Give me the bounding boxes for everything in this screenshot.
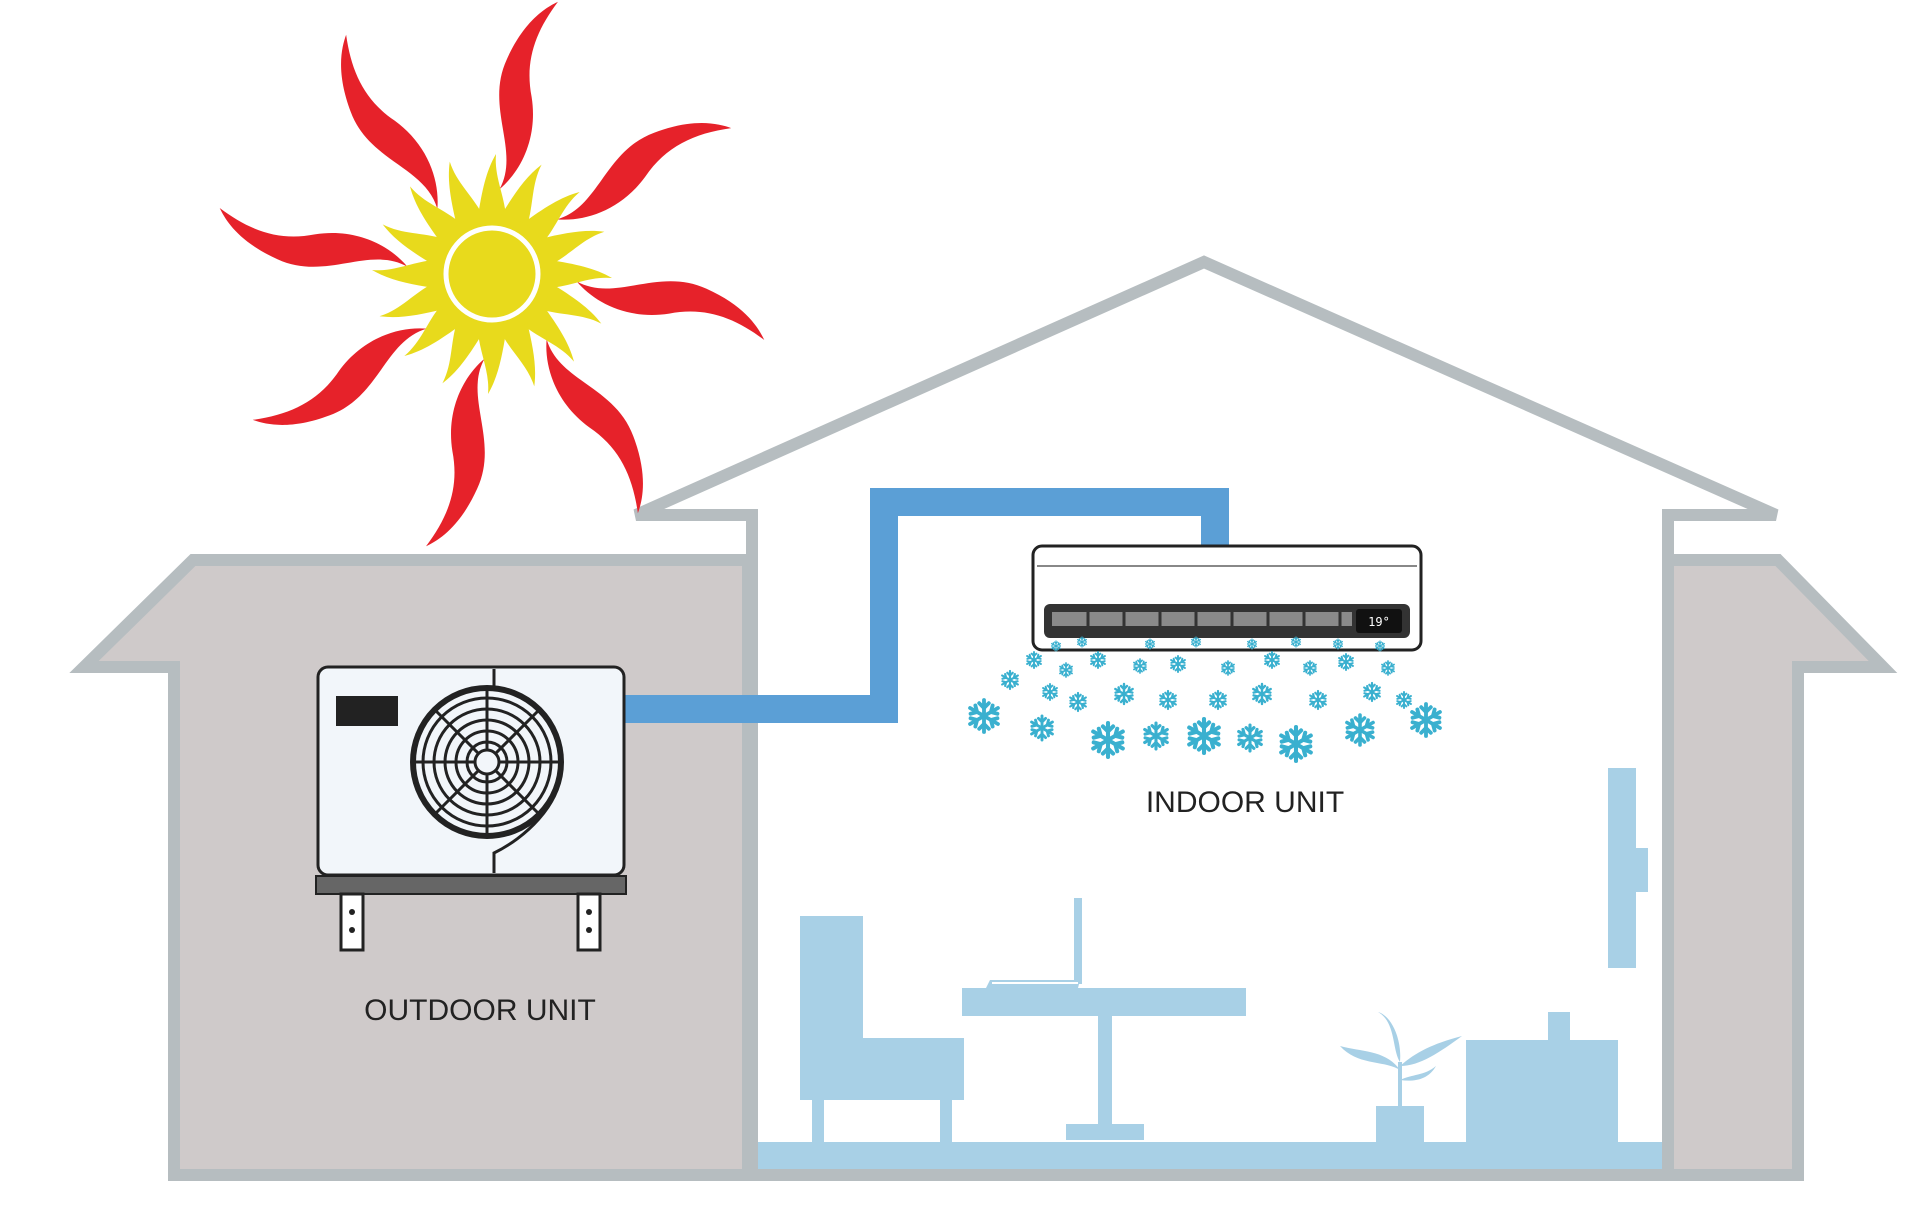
outdoor-unit bbox=[315, 665, 627, 952]
sun-icon bbox=[215, 0, 769, 551]
outdoor-unit-panel bbox=[336, 696, 398, 726]
outdoor-unit-label: OUTDOOR UNIT bbox=[364, 994, 596, 1027]
laptop-icon bbox=[986, 898, 1082, 988]
cabinet-icon bbox=[1466, 1012, 1618, 1142]
bracket-leg-right bbox=[576, 892, 602, 952]
indoor-unit: 19° bbox=[1031, 544, 1423, 652]
outdoor-unit-bracket bbox=[315, 875, 627, 895]
chair-icon bbox=[800, 916, 964, 1142]
temperature-readout: 19° bbox=[1368, 615, 1390, 629]
floor bbox=[758, 1142, 1662, 1169]
refrigerant-pipe bbox=[622, 488, 1229, 723]
wall-panel bbox=[1608, 768, 1648, 968]
indoor-unit-label: INDOOR UNIT bbox=[1146, 786, 1344, 819]
fan-icon bbox=[410, 685, 564, 839]
bracket-leg-left bbox=[339, 892, 365, 952]
right-annex-wall bbox=[1662, 554, 1898, 1181]
table-icon bbox=[962, 988, 1246, 1140]
indoor-unit-display bbox=[1356, 609, 1402, 633]
plant-icon bbox=[1340, 1012, 1462, 1142]
